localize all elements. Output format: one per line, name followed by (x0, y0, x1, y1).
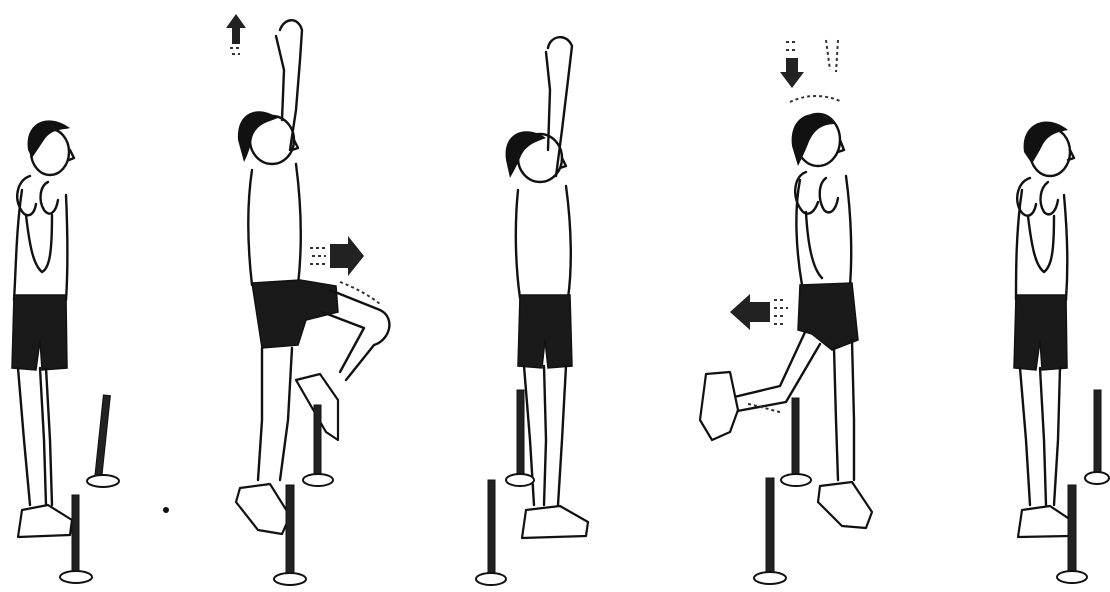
hurdle-pole (781, 398, 811, 486)
figure-4-leg-back (700, 40, 872, 584)
hurdle-pole (754, 478, 786, 584)
figure-1-standing (12, 120, 119, 583)
dot (163, 507, 169, 513)
figure-5-standing (1014, 121, 1109, 583)
up-arrow-icon (226, 14, 246, 54)
down-arrow-icon (780, 40, 842, 102)
hurdle-pole (476, 480, 506, 585)
figure-3-arm-up (476, 37, 588, 585)
figure-2-knee-raise (226, 14, 389, 585)
hurdle-pole (60, 495, 92, 583)
hurdle-pole (87, 395, 119, 487)
hurdle-pole (1085, 390, 1109, 484)
left-arrow-icon (730, 294, 788, 412)
